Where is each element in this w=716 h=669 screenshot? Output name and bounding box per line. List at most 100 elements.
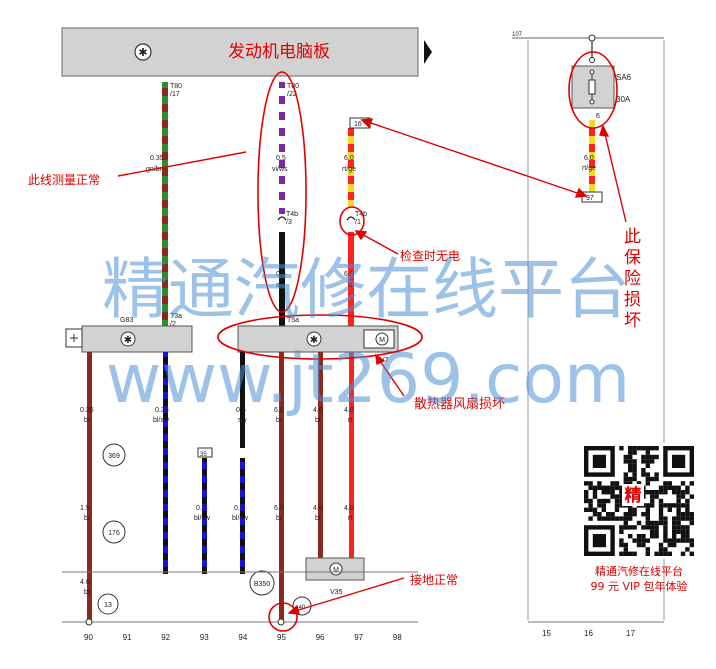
fan-motor-v35: M V35 xyxy=(305,557,365,596)
fuse-pin: 6 xyxy=(596,113,600,120)
column-number-right: 15 xyxy=(542,629,551,638)
column-number-right: 16 xyxy=(584,629,593,638)
wire-95-mid-gauge: 0.5 xyxy=(276,271,286,278)
column-number: 93 xyxy=(200,633,209,642)
g83-label: G83 xyxy=(120,317,133,324)
wire-97b-gauge: 4.0 xyxy=(344,505,354,512)
wire-93-lower xyxy=(202,458,207,574)
wire-94-gauge: 0.5 xyxy=(236,407,246,414)
svg-text:保: 保 xyxy=(624,248,641,268)
column-numbers-right: 15 16 17 xyxy=(542,629,635,638)
fuse-sa6-label: SA6 xyxy=(616,73,632,82)
watermark-line1: 精通汽修在线平台 xyxy=(102,251,630,328)
wire-96b-color: br xyxy=(315,515,322,522)
fuse-block: 107 SA6 30A 6 6.0 rt/ge 97 xyxy=(512,32,665,620)
connector-35 xyxy=(197,447,213,458)
wire-90c-color: br xyxy=(84,589,91,596)
wire-97b-color: rt xyxy=(348,515,352,522)
highlight-oval-wire-95 xyxy=(257,71,307,313)
svg-text:176: 176 xyxy=(108,530,120,537)
wire-96-lower xyxy=(318,352,323,558)
wire-92-color: bl/sw xyxy=(153,417,170,424)
wire-97-top-gauge: 6.0 xyxy=(344,155,354,162)
wire-95-upper xyxy=(279,82,285,214)
wire-94-lower-a xyxy=(240,352,245,448)
connector-t4b-1: T4b/1 xyxy=(346,211,367,226)
svg-text:此: 此 xyxy=(624,227,641,247)
wire-96-gauge: 4.0 xyxy=(313,407,323,414)
qr-caption: 精通汽修在线平台 99 元 VIP 包年体验 xyxy=(574,564,704,594)
wire-92-top-gauge: 0.35 xyxy=(150,155,164,162)
annotation-fan-bad: 散热器风扇损坏 xyxy=(414,396,505,412)
fuse-sa6-icon xyxy=(588,79,596,95)
column-number: 90 xyxy=(84,633,93,642)
column-number: 91 xyxy=(123,633,132,642)
v35-label: V35 xyxy=(330,589,343,596)
annotation-arrows xyxy=(117,118,627,615)
column-number: 98 xyxy=(393,633,402,642)
wire-94b-color: bl/sw xyxy=(232,515,249,522)
svg-text:B350: B350 xyxy=(254,581,270,588)
wire-95-top-gauge: 0.5 xyxy=(276,155,286,162)
wire-97-gauge: 4.0 xyxy=(344,407,354,414)
wire-97-mid-gauge: 6.0 xyxy=(344,271,354,278)
watermark-line2: www.jt269.com xyxy=(106,340,630,419)
ground-369: 369 xyxy=(102,443,126,467)
svg-text:T4b/1: T4b/1 xyxy=(355,211,367,226)
svg-text:13: 13 xyxy=(104,602,112,609)
connector-16-label: 16 xyxy=(354,121,362,128)
ecu-block: ✱ 发动机电脑板 xyxy=(61,27,432,77)
svg-text:T4b/3: T4b/3 xyxy=(286,211,298,226)
highlight-oval-t4b xyxy=(339,206,365,236)
annotation-ground-ok: 接地正常 xyxy=(410,572,458,587)
svg-text:369: 369 xyxy=(108,453,120,460)
connector-t80-17: T80/17 xyxy=(170,83,182,98)
column-number: 95 xyxy=(277,633,286,642)
wire-92-lower xyxy=(163,352,168,574)
wire-90-color: br xyxy=(84,417,91,424)
ecu-symbol-icon: ✱ xyxy=(138,47,147,59)
column-number-right: 17 xyxy=(626,629,635,638)
wire-95b-gauge: 6.0 xyxy=(274,505,284,512)
svg-text:40: 40 xyxy=(299,605,306,611)
wire-96b-gauge: 4.0 xyxy=(313,505,323,512)
ground-13: 13 xyxy=(97,593,119,615)
column-number: 96 xyxy=(316,633,325,642)
relay-module: ✱ T5a M V7 xyxy=(237,317,399,364)
wire-92-gauge: 0.35 xyxy=(155,407,169,414)
wire-95-top-color: vi/ws xyxy=(272,166,288,173)
wire-94-color: sw xyxy=(238,417,248,424)
highlight-oval-ground xyxy=(268,602,298,632)
annotation-line-ok: 此线测量正常 xyxy=(28,173,100,187)
connector-97-label: 97 xyxy=(586,195,594,202)
wire-90b-color: br xyxy=(84,515,91,522)
connector-107-label: 107 xyxy=(512,32,523,38)
qr-caption-line1: 精通汽修在线平台 xyxy=(595,565,683,578)
qr-caption-line2: 99 元 VIP 包年体验 xyxy=(590,580,688,593)
wire-94-lower-b xyxy=(240,458,245,574)
svg-text:坏: 坏 xyxy=(624,311,641,331)
qr-center-char: 精 xyxy=(625,485,642,506)
wire-97-upper xyxy=(348,128,354,208)
wire-93-gauge: 0.5 xyxy=(196,505,206,512)
fan-control-module: ✱ G83 T3a/2 xyxy=(65,313,193,353)
column-number: 94 xyxy=(238,633,247,642)
wire-93-color: bl/sw xyxy=(194,515,211,522)
highlight-oval-fuse xyxy=(568,51,618,129)
column-number: 97 xyxy=(354,633,363,642)
ground-176: 176 xyxy=(102,520,126,544)
wire-95-color: br xyxy=(276,417,283,424)
connector-35-label: 35 xyxy=(200,452,207,458)
motor-v35-icon: M xyxy=(333,567,339,574)
connector-t5a: T5a xyxy=(287,317,299,324)
wire-92-upper xyxy=(162,82,168,328)
svg-text:损: 损 xyxy=(624,290,641,310)
wire-95-mid-color: sw xyxy=(276,282,286,289)
wire-95b-color: br xyxy=(276,515,283,522)
wire-97-color: rt xyxy=(348,417,352,424)
column-number: 92 xyxy=(161,633,170,642)
wire-16-gauge: 6.0 xyxy=(584,155,594,162)
annotation-no-power: 检查时无电 xyxy=(400,248,460,263)
wire-97-mid-color: rt xyxy=(348,282,352,289)
